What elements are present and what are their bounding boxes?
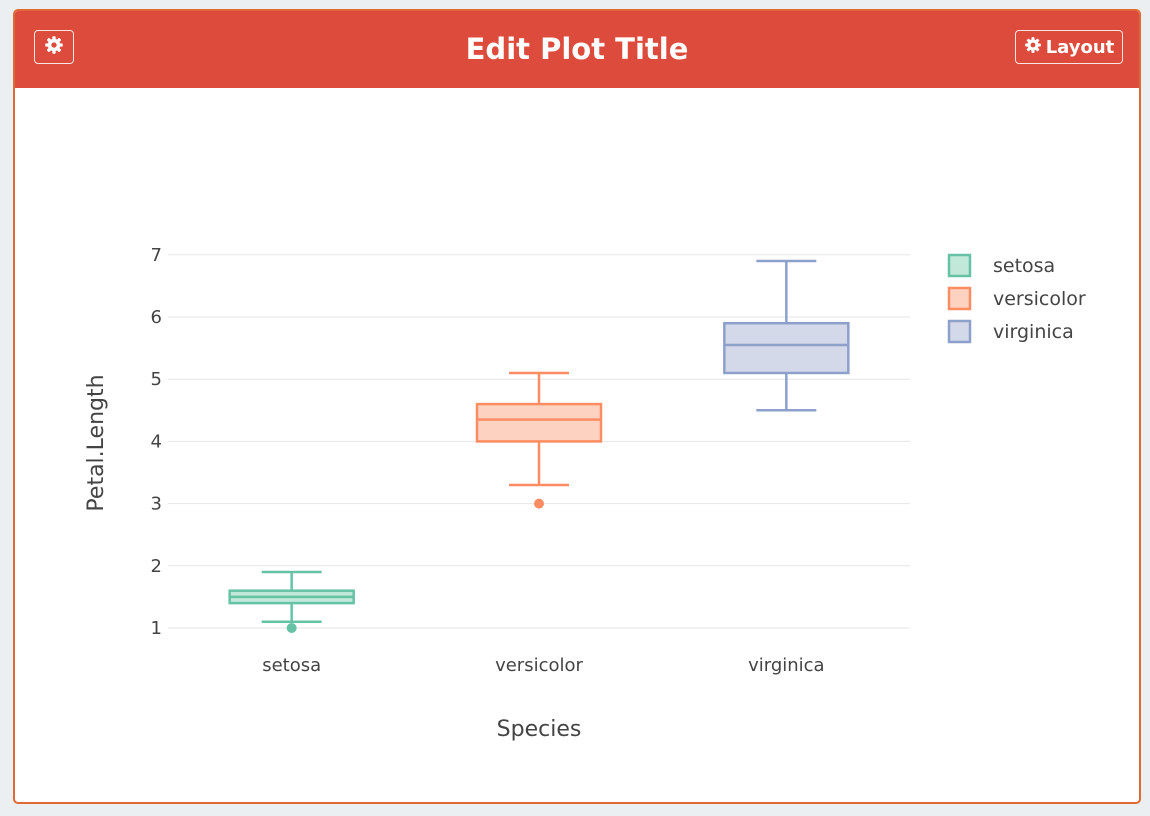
y-axis-title: Petal.Length [84, 374, 109, 511]
outlier-point [286, 623, 297, 633]
legend-label: virginica [993, 321, 1074, 343]
legend-swatch [947, 286, 972, 311]
legend-label: versicolor [993, 288, 1086, 310]
plot-title[interactable]: Edit Plot Title [465, 32, 689, 66]
box-versicolor [475, 402, 603, 443]
x-axis-title: Species [497, 717, 582, 742]
outlier-point [534, 498, 544, 509]
plot-panel: Edit Plot Title [13, 9, 1141, 804]
gear-icon [44, 35, 64, 59]
y-tick-label: 7 [151, 245, 162, 266]
y-tick-label: 3 [151, 494, 162, 515]
legend-label: setosa [993, 255, 1055, 277]
legend-swatch [947, 253, 972, 278]
layout-button[interactable]: Layout [1015, 30, 1123, 64]
y-tick-label: 6 [151, 307, 162, 328]
x-tick-label: versicolor [495, 655, 583, 676]
x-tick-label: setosa [262, 655, 321, 676]
gear-icon [1024, 36, 1042, 59]
y-tick-label: 1 [151, 618, 162, 639]
settings-button[interactable] [34, 30, 74, 64]
legend-swatch [947, 319, 972, 344]
box-virginica [723, 321, 850, 375]
panel-header: Edit Plot Title [15, 11, 1139, 88]
y-tick-label: 5 [151, 369, 162, 390]
y-tick-label: 2 [151, 556, 162, 577]
y-tick-label: 4 [151, 431, 162, 452]
x-tick-label: virginica [748, 655, 825, 676]
layout-button-label: Layout [1045, 36, 1115, 58]
